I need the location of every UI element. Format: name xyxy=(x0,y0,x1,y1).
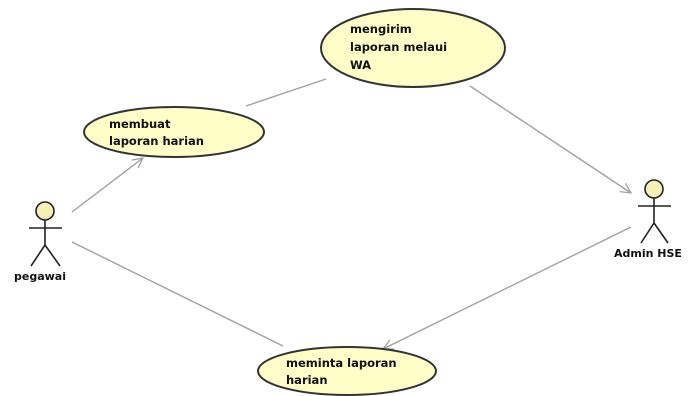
usecase-mengirim-line-3: WA xyxy=(350,58,371,72)
usecase-mengirim-line-1: mengirim xyxy=(350,22,412,36)
relation-pegawai-to-membuat xyxy=(71,158,143,213)
usecase-meminta-line-1: meminta laporan xyxy=(286,356,397,370)
usecase-mengirim-ellipse xyxy=(320,8,506,88)
relation-admin-to-meminta xyxy=(383,226,632,349)
actor-pegawai-label: pegawai xyxy=(14,270,66,283)
usecase-meminta-line-2: harian xyxy=(286,373,328,387)
actor-figure-icon xyxy=(638,179,671,244)
relation-pegawai-to-meminta xyxy=(71,241,284,347)
usecase-membuat-line-1: membuat xyxy=(109,117,171,131)
usecase-membuat-laporan-harian[interactable]: membuat laporan harian xyxy=(83,106,265,158)
usecase-membuat-ellipse xyxy=(83,106,265,158)
usecase-mengirim-laporan-wa[interactable]: mengirim laporan melaui WA xyxy=(320,8,506,88)
usecase-mengirim-line-2: laporan melaui xyxy=(350,40,447,54)
relations xyxy=(71,78,632,349)
usecase-meminta-ellipse xyxy=(257,346,437,396)
relation-mengirim-to-admin xyxy=(469,85,631,193)
relation-membuat-to-mengirim xyxy=(245,78,327,107)
usecase-meminta-laporan-harian[interactable]: meminta laporan harian xyxy=(257,346,437,396)
usecase-membuat-line-2: laporan harian xyxy=(109,134,204,148)
actor-admin-hse-label: Admin HSE xyxy=(614,247,682,260)
actor-admin-hse[interactable]: Admin HSE xyxy=(614,179,682,260)
actor-pegawai[interactable]: pegawai xyxy=(14,201,66,283)
actor-figure-icon xyxy=(29,201,62,267)
